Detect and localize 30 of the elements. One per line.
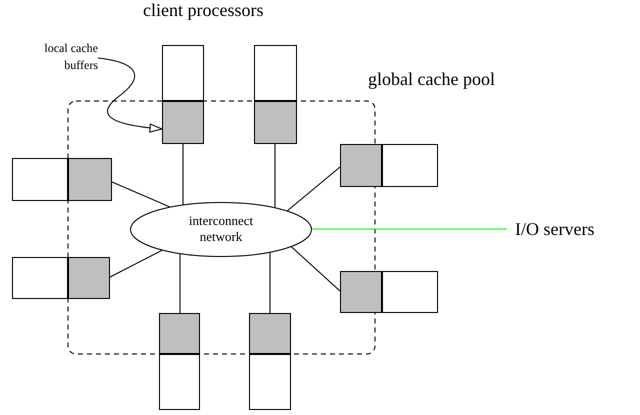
processor-box bbox=[382, 271, 438, 313]
processor-box bbox=[12, 158, 68, 201]
leader-line bbox=[98, 58, 162, 132]
connector-line bbox=[274, 144, 276, 208]
connector-line bbox=[286, 166, 340, 212]
processor-box bbox=[382, 144, 438, 187]
io-servers-label: I/O servers bbox=[515, 218, 625, 242]
pool-heading: global cache pool bbox=[368, 69, 495, 90]
group-heading: client processors bbox=[143, 0, 264, 21]
network-link bbox=[312, 228, 508, 230]
processor-box bbox=[249, 354, 291, 410]
connector-line bbox=[110, 250, 162, 278]
processor-box bbox=[159, 354, 200, 410]
connector-line bbox=[112, 182, 170, 208]
cache-buffer-box bbox=[340, 271, 382, 313]
cache-buffer-box bbox=[254, 101, 297, 144]
processor-box bbox=[254, 45, 297, 101]
cache-buffer-box bbox=[249, 313, 291, 354]
cache-buffer-box bbox=[159, 313, 200, 354]
network-ellipse bbox=[130, 202, 312, 257]
cache-buffer-box bbox=[68, 158, 112, 201]
callout-text: local cache buffers bbox=[8, 40, 98, 76]
connector-line bbox=[291, 246, 340, 292]
cache-buffer-box bbox=[162, 101, 204, 144]
processor-box bbox=[162, 45, 204, 101]
processor-box bbox=[12, 257, 68, 299]
connector-line bbox=[182, 144, 184, 205]
network-label: interconnect network bbox=[188, 213, 254, 245]
cache-buffer-box bbox=[340, 144, 382, 187]
cache-buffer-box bbox=[68, 257, 110, 299]
